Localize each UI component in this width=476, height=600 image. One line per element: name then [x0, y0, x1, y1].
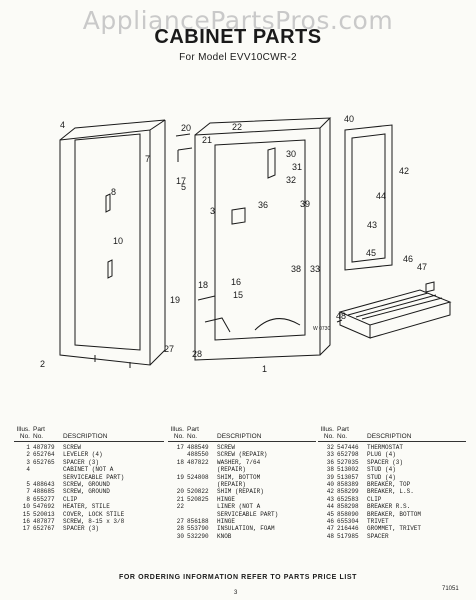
callout-39: 39 — [300, 199, 310, 209]
callout-17: 17 — [176, 176, 186, 186]
callout-42: 42 — [399, 166, 409, 176]
callout-4: 4 — [60, 120, 65, 130]
callout-31: 31 — [292, 162, 302, 172]
callout-16: 16 — [231, 277, 241, 287]
callout-33: 33 — [310, 264, 320, 274]
table-header: Illus.Part No.No.DESCRIPTION — [16, 426, 108, 440]
table-header: Illus.Part No.No.DESCRIPTION — [170, 426, 262, 440]
exploded-parts-diagram: 1 2 3 4 5 7 8 10 15 16 17 18 19 20 21 22… — [40, 114, 452, 374]
callout-1: 1 — [262, 364, 267, 374]
table-row: (REPAIR) — [217, 481, 246, 489]
liner-outline — [194, 117, 332, 361]
callout-28: 28 — [192, 349, 202, 359]
callout-43: 43 — [367, 220, 377, 230]
callout-48: 48 — [336, 311, 346, 321]
callout-5: 5 — [181, 182, 186, 192]
callout-10: 10 — [113, 236, 123, 246]
callout-32: 32 — [286, 175, 296, 185]
page-title: CABINET PARTS — [154, 26, 322, 48]
callout-46: 46 — [403, 254, 413, 264]
model-subtitle: For Model EVV10CWR-2 — [179, 52, 297, 63]
callout-36: 36 — [258, 200, 268, 210]
table-header: Illus.Part No.No.DESCRIPTION — [320, 426, 412, 440]
callout-7: 7 — [145, 154, 150, 164]
diagram-code: W 0730 — [313, 326, 330, 332]
callout-2: 2 — [40, 359, 45, 369]
table-row: SERVICEABLE PART) — [63, 473, 125, 481]
cabinet-outline — [59, 119, 166, 368]
callout-15: 15 — [233, 290, 243, 300]
callout-44: 44 — [376, 191, 386, 201]
ordering-footer: FOR ORDERING INFORMATION REFER TO PARTS … — [118, 574, 358, 581]
callout-30: 30 — [286, 149, 296, 159]
callout-40: 40 — [344, 114, 354, 124]
watermark: AppliancePartsPros.com — [82, 6, 394, 35]
callout-47: 47 — [417, 262, 427, 272]
callout-45: 45 — [366, 248, 376, 258]
callout-22: 22 — [232, 122, 242, 132]
callout-3: 3 — [210, 206, 215, 216]
breaker-frame — [344, 124, 393, 271]
callout-18: 18 — [198, 280, 208, 290]
table-row: (REPAIR) — [217, 466, 246, 474]
table-row: SERVICEABLE PART) — [217, 510, 279, 518]
callout-20: 20 — [181, 123, 191, 133]
callout-38: 38 — [291, 264, 301, 274]
document-code: 71051 — [442, 586, 459, 592]
callout-8: 8 — [111, 187, 116, 197]
page-number: 3 — [234, 590, 238, 596]
callout-21: 21 — [202, 135, 212, 145]
trivet-grille — [338, 289, 452, 339]
callout-19: 19 — [170, 295, 180, 305]
callout-27: 27 — [164, 344, 174, 354]
